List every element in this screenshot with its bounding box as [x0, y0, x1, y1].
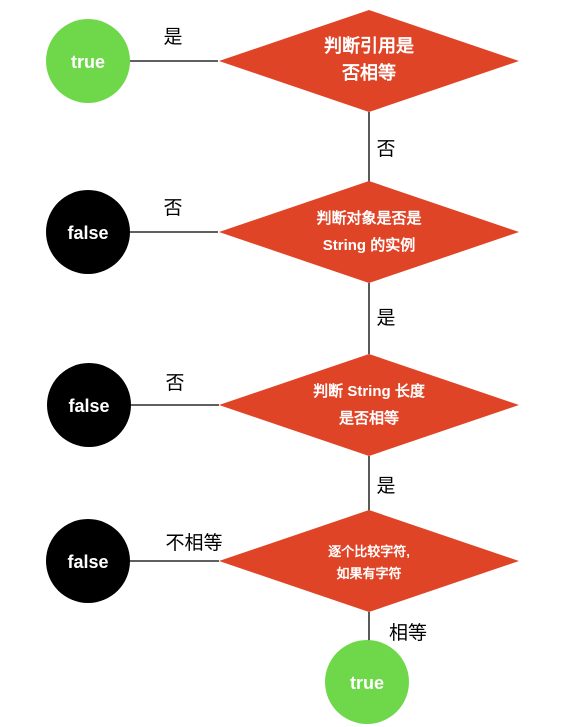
decision-diamond [219, 354, 519, 456]
terminal-circle [47, 363, 131, 447]
decision-label-line2: 否相等 [341, 62, 396, 83]
terminal-false-instance: false [46, 190, 130, 274]
edges [129, 60, 370, 642]
decision-label-line1: 判断对象是否是 [316, 209, 422, 227]
decision-label-line2: String 的实例 [323, 236, 416, 254]
edge-label-d1-no: 否 [376, 138, 395, 160]
decision-node-length: 判断 String 长度 是否相等 [219, 354, 519, 456]
terminal-label: false [67, 223, 108, 243]
decision-diamond [219, 181, 519, 283]
terminal-circle [46, 519, 130, 603]
decision-label-line1: 判断引用是 [324, 35, 414, 56]
terminal-circle [46, 190, 130, 274]
terminal-label: true [71, 52, 105, 72]
decision-diamond [219, 510, 519, 612]
edge-label-d4-equal: 相等 [389, 622, 427, 644]
decision-label-line1: 逐个比较字符, [328, 544, 410, 559]
edge-label-d3-yes: 是 [376, 475, 395, 497]
decision-node-instance: 判断对象是否是 String 的实例 [219, 181, 519, 283]
terminal-true-bottom: true [325, 640, 409, 724]
decision-diamond [219, 10, 519, 112]
decision-label-line2: 如果有字符 [336, 566, 401, 581]
decision-label-line2: 是否相等 [338, 409, 399, 427]
terminal-label: true [350, 673, 384, 693]
terminal-circle [46, 19, 130, 103]
decision-node-reference: 判断引用是 否相等 [219, 10, 519, 112]
edge-label-d3-no: 否 [165, 372, 184, 394]
edge-label-d2-yes: 是 [376, 307, 395, 329]
edge-labels: 是 否 否 是 否 是 不相等 相等 [163, 26, 427, 644]
terminal-circle [325, 640, 409, 724]
terminal-false-chars: false [46, 519, 130, 603]
terminal-label: false [67, 552, 108, 572]
decision-node-chars: 逐个比较字符, 如果有字符 [219, 510, 519, 612]
terminal-label: false [68, 396, 109, 416]
edge-label-d4-unequal: 不相等 [165, 532, 222, 554]
decision-label-line1: 判断 String 长度 [313, 382, 426, 400]
terminal-true-top: true [46, 19, 130, 103]
edge-label-d1-yes: 是 [163, 26, 182, 48]
edge-label-d2-no: 否 [163, 197, 182, 219]
terminal-false-length: false [47, 363, 131, 447]
